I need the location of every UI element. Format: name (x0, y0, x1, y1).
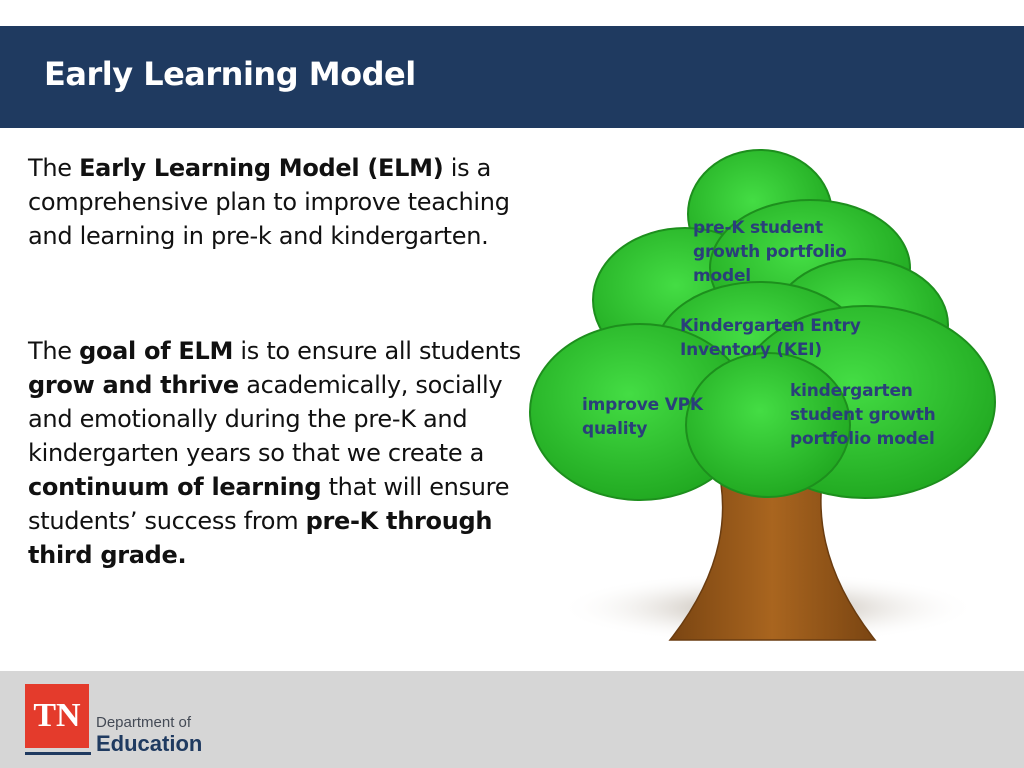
label-kei-line-1: Kindergarten Entry (680, 316, 861, 336)
tree-illustration (529, 149, 996, 644)
logo-underline (25, 752, 91, 755)
label-k-line-3: portfolio model (790, 429, 935, 449)
label-k-line-1: kindergarten (790, 381, 913, 401)
label-vpk: improve VPK quality (582, 393, 703, 441)
goal-bold-2: grow and thrive (28, 371, 239, 399)
goal-paragraph: The goal of ELM is to ensure all student… (28, 334, 538, 572)
goal-bold-1: goal of ELM (79, 337, 234, 365)
tn-logo: TN (25, 684, 89, 748)
label-vpk-line-2: quality (582, 419, 648, 439)
goal-bold-3: continuum of learning (28, 473, 322, 501)
goal-text-2: is to ensure all students (233, 337, 521, 365)
goal-text-4: that will ensure students’ success from (28, 473, 510, 535)
tree-trunk (668, 459, 877, 641)
logo-department-text: Department of (96, 714, 192, 731)
label-prek-portfolio: pre-K student growth portfolio model (693, 216, 847, 288)
intro-text-2: is a comprehensive plan to improve teach… (28, 154, 510, 250)
intro-bold-1: Early Learning Model (ELM) (79, 154, 444, 182)
title-bar (0, 26, 1024, 128)
slide-title: Early Learning Model (44, 55, 416, 93)
tree-diagram: pre-K student growth portfolio model Kinde… (520, 140, 1024, 660)
label-prek-line-1: pre-K student (693, 218, 823, 238)
footer-bar (0, 671, 1024, 768)
label-k-line-2: student growth (790, 405, 936, 425)
label-k-portfolio: kindergarten student growth portfolio mode… (790, 379, 936, 451)
foliage-lower-center (685, 352, 851, 498)
goal-text-3: academically, socially and emotionally d… (28, 371, 503, 467)
label-vpk-line-1: improve VPK (582, 395, 703, 415)
intro-paragraph: The Early Learning Model (ELM) is a comp… (28, 151, 538, 253)
goal-text-1: The (28, 337, 80, 365)
label-kei-line-2: Inventory (KEI) (680, 340, 822, 360)
logo-education-text: Education (96, 731, 203, 756)
intro-text-1: The (28, 154, 80, 182)
label-prek-line-3: model (693, 266, 751, 286)
label-prek-line-2: growth portfolio (693, 242, 847, 262)
goal-bold-4: pre-K through third grade. (28, 507, 493, 569)
